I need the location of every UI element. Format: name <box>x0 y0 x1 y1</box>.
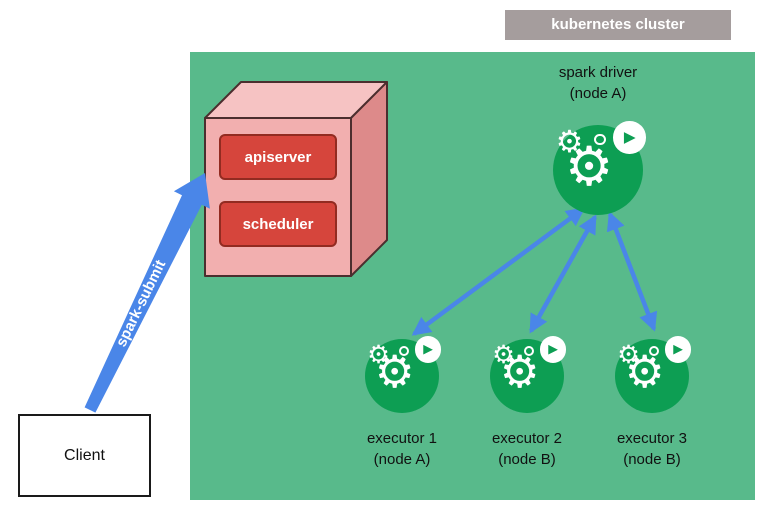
gear-icon: ⚙ <box>624 346 665 398</box>
play-icon: ▶ <box>423 342 433 357</box>
executor2-icon: ⚙ ⚙ ▶ <box>490 336 567 413</box>
spark-driver-label: spark driver (node A) <box>518 62 678 104</box>
gear-dot-icon <box>399 346 409 357</box>
executor1-icon: ⚙ ⚙ ▶ <box>365 336 442 413</box>
kubernetes-cluster-badge: kubernetes cluster <box>505 10 731 40</box>
play-icon: ▶ <box>673 342 683 357</box>
spark-submit-label: spark-submit <box>112 257 170 350</box>
gear-icon: ⚙ <box>492 339 515 369</box>
gear-icon: ⚙ <box>374 346 415 398</box>
play-badge: ▶ <box>539 336 567 363</box>
gear-icon: ⚙ <box>555 125 584 161</box>
play-badge: ▶ <box>414 336 442 363</box>
play-icon: ▶ <box>548 342 558 357</box>
apiserver-label: apiserver <box>244 148 312 166</box>
client-box: Client <box>18 414 151 497</box>
executor3-node: (node B) <box>623 451 681 468</box>
executor1-node: (node A) <box>373 451 431 468</box>
executor3-title: executor 3 <box>616 430 688 447</box>
scheduler-box: scheduler <box>219 201 337 247</box>
gear-dot-icon <box>524 346 534 357</box>
gear-icon: ⚙ <box>564 134 614 198</box>
executor3-label: executor 3 (node B) <box>582 428 722 470</box>
gear-icon: ⚙ <box>617 339 640 369</box>
gear-dot-icon <box>649 346 659 357</box>
gear-dot-icon <box>594 134 606 146</box>
apiserver-box: apiserver <box>219 134 337 180</box>
executor2-title: executor 2 <box>491 430 563 447</box>
client-label: Client <box>64 446 105 464</box>
gear-icon: ⚙ <box>499 346 540 398</box>
gear-icon: ⚙ <box>367 339 390 369</box>
executor2-node: (node B) <box>498 451 556 468</box>
spark-driver-node: (node A) <box>569 85 627 102</box>
executor3-icon: ⚙ ⚙ ▶ <box>615 336 692 413</box>
play-icon: ▶ <box>623 128 636 146</box>
scheduler-label: scheduler <box>242 215 314 233</box>
executor1-title: executor 1 <box>366 430 438 447</box>
executor1-label: executor 1 (node A) <box>332 428 472 470</box>
play-badge: ▶ <box>613 121 646 154</box>
spark-driver-title: spark driver <box>558 64 638 81</box>
play-badge: ▶ <box>664 336 692 363</box>
spark-driver-icon: ⚙ ⚙ ▶ <box>553 121 646 215</box>
executor2-label: executor 2 (node B) <box>457 428 597 470</box>
